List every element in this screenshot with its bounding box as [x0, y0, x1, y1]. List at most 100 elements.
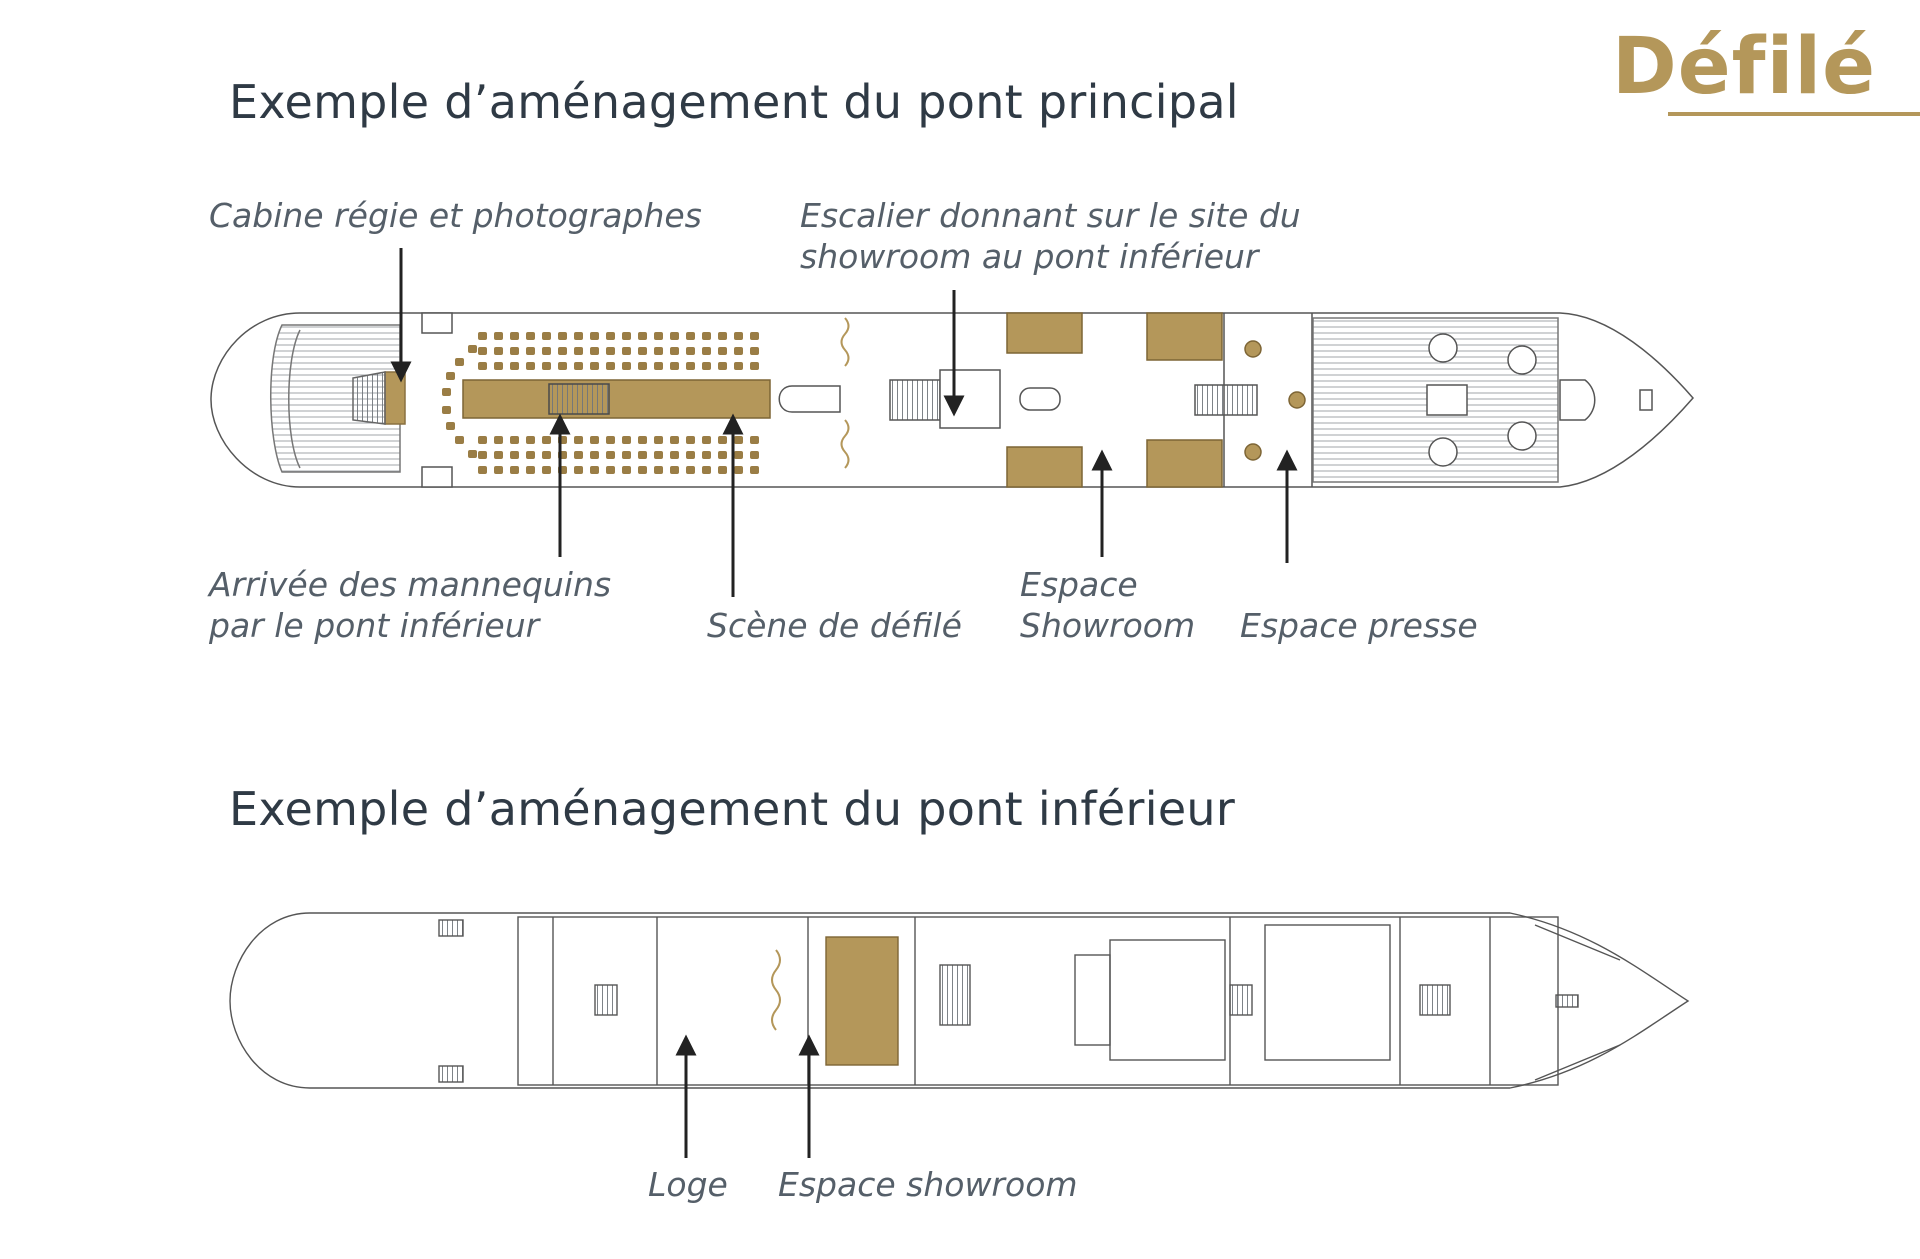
lower-deck-plan: [229, 912, 1690, 1089]
audience-chair: [606, 436, 615, 444]
audience-chair: [654, 451, 663, 459]
audience-chair: [468, 345, 477, 353]
audience-chair: [574, 436, 583, 444]
audience-chair: [606, 451, 615, 459]
audience-chair: [734, 436, 743, 444]
audience-chair: [718, 451, 727, 459]
lower-deck-title: Exemple d’aménagement du pont inférieur: [229, 782, 1236, 836]
audience-chair: [542, 466, 551, 474]
label-showroom: Espace Showroom: [1020, 564, 1195, 646]
audience-chair: [606, 362, 615, 370]
audience-chair: [526, 362, 535, 370]
audience-chair: [638, 466, 647, 474]
audience-chair: [622, 332, 631, 340]
audience-chair: [638, 347, 647, 355]
audience-chair: [526, 332, 535, 340]
label-models-arrival-line1: Arrivée des mannequins: [209, 565, 612, 604]
audience-chair: [494, 332, 503, 340]
audience-chair: [702, 436, 711, 444]
audience-chair: [702, 332, 711, 340]
audience-chair: [686, 451, 695, 459]
audience-chair: [542, 332, 551, 340]
audience-chair: [686, 332, 695, 340]
wavy-divider-bottom: [840, 419, 850, 469]
audience-chair: [478, 332, 487, 340]
aft-stair-fan: [352, 371, 386, 425]
audience-chair: [686, 362, 695, 370]
audience-chair: [468, 450, 477, 458]
audience-chair: [654, 466, 663, 474]
audience-chair: [590, 466, 599, 474]
audience-chair: [526, 466, 535, 474]
aft-deck-planking: [270, 324, 401, 473]
audience-chair: [654, 362, 663, 370]
audience-chair: [670, 347, 679, 355]
audience-chair: [510, 347, 519, 355]
audience-chair: [494, 466, 503, 474]
audience-chair: [638, 436, 647, 444]
label-showroom-line2: Showroom: [1020, 606, 1196, 645]
showroom-block-1: [1006, 312, 1083, 354]
audience-chair: [574, 451, 583, 459]
audience-chair: [526, 347, 535, 355]
audience-chair: [686, 436, 695, 444]
audience-chair: [478, 436, 487, 444]
audience-chair: [526, 436, 535, 444]
showroom-block-4: [1146, 439, 1223, 488]
audience-chair: [702, 451, 711, 459]
audience-chair: [442, 388, 451, 396]
audience-chair: [494, 362, 503, 370]
showroom-block-3: [1006, 446, 1083, 488]
brand-underline: [1668, 112, 1920, 116]
audience-chair: [510, 466, 519, 474]
audience-chair: [622, 347, 631, 355]
label-stairs-line1: Escalier donnant sur le site du: [800, 196, 1301, 235]
audience-chair: [590, 451, 599, 459]
lower-deck-arrows: [675, 1034, 820, 1158]
audience-chair: [542, 347, 551, 355]
audience-chair: [622, 362, 631, 370]
audience-chair: [510, 451, 519, 459]
audience-chair: [750, 362, 759, 370]
label-stairs-line2: showroom au pont inférieur: [800, 237, 1259, 276]
audience-chair: [542, 436, 551, 444]
audience-chair: [718, 466, 727, 474]
audience-chair: [718, 362, 727, 370]
audience-chair: [734, 362, 743, 370]
audience-chair: [606, 347, 615, 355]
audience-chair: [750, 466, 759, 474]
audience-chair: [718, 347, 727, 355]
label-press: Espace presse: [1240, 606, 1478, 645]
label-control-cabin: Cabine régie et photographes: [209, 196, 702, 235]
audience-chair: [574, 362, 583, 370]
audience-chair: [494, 451, 503, 459]
audience-chair: [654, 436, 663, 444]
audience-chair: [686, 466, 695, 474]
audience-chair: [686, 347, 695, 355]
audience-chair: [734, 347, 743, 355]
audience-chair: [750, 347, 759, 355]
audience-chair: [606, 466, 615, 474]
audience-chair: [702, 362, 711, 370]
audience-chair: [574, 332, 583, 340]
wavy-divider-top: [840, 317, 850, 367]
main-deck-title: Exemple d’aménagement du pont principal: [229, 75, 1239, 129]
label-dressing: Loge: [648, 1165, 728, 1204]
control-cabin: [384, 371, 406, 425]
audience-chair: [638, 332, 647, 340]
label-stairs: Escalier donnant sur le site du showroom…: [800, 195, 1301, 277]
audience-chair: [478, 347, 487, 355]
audience-chair: [542, 451, 551, 459]
audience-chair: [590, 332, 599, 340]
audience-chair: [542, 362, 551, 370]
fore-deck-fittings: [1426, 333, 1596, 467]
label-showroom-line1: Espace: [1020, 565, 1138, 604]
label-runway: Scène de défilé: [707, 606, 962, 645]
press-tables: [1244, 340, 1306, 461]
audience-chair: [590, 347, 599, 355]
audience-chair: [558, 362, 567, 370]
audience-chair: [654, 332, 663, 340]
audience-chair: [526, 451, 535, 459]
audience-chair: [750, 436, 759, 444]
audience-chair: [734, 451, 743, 459]
